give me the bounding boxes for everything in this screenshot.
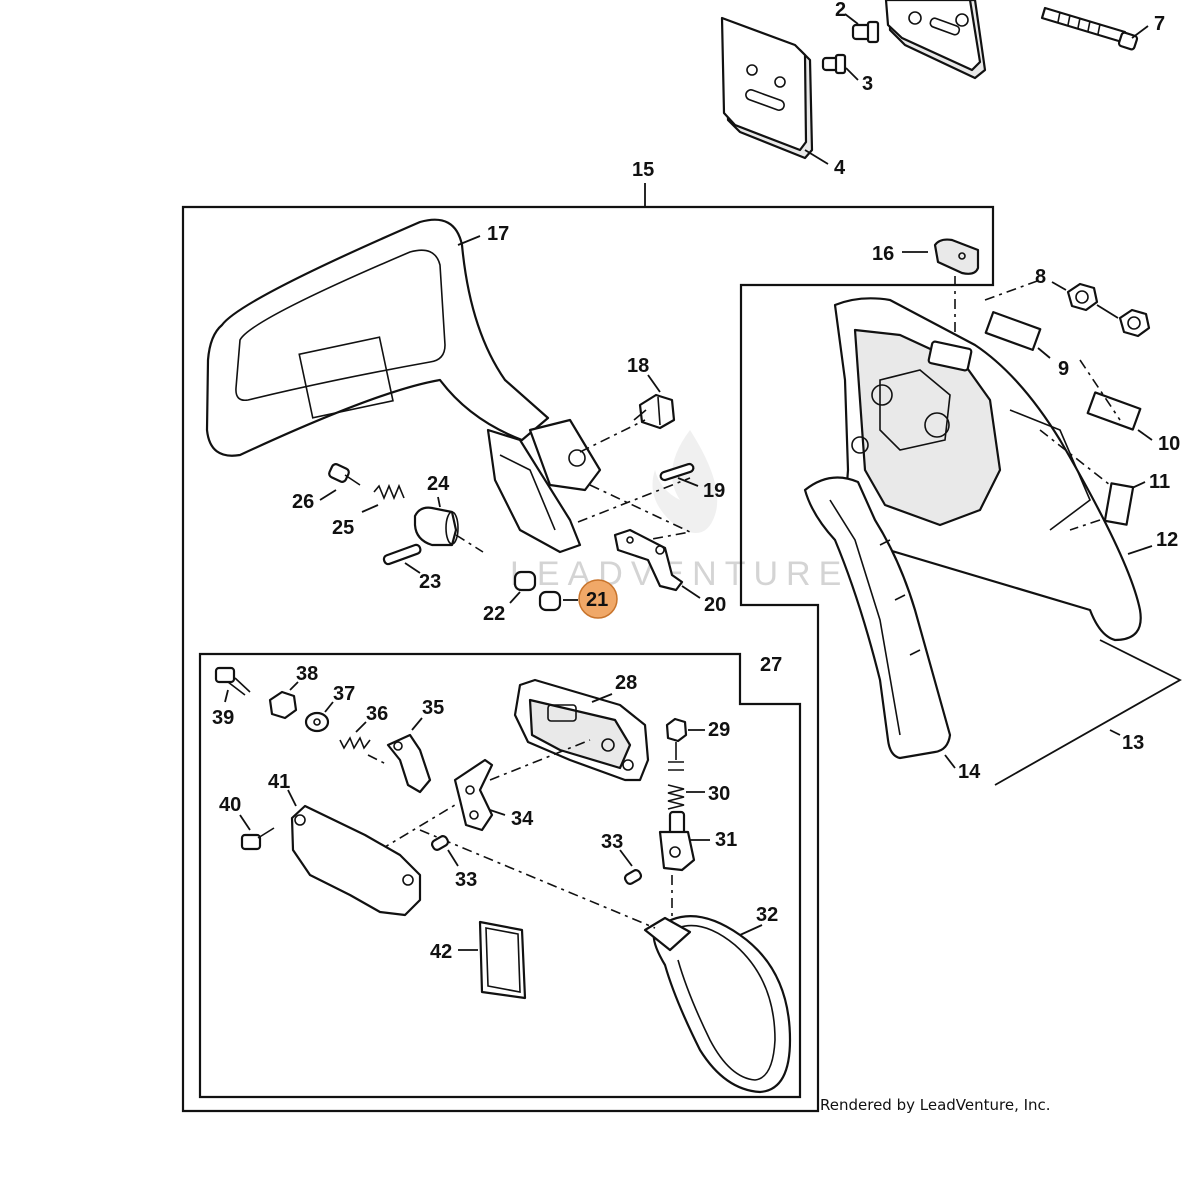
callout-25[interactable]: 25 [332,517,354,539]
dash-24 [455,534,484,553]
callout-27[interactable]: 27 [760,654,782,676]
part-7-tensioner-stud[interactable] [1040,6,1149,51]
part-28-brake-housing[interactable] [513,678,650,782]
callout-34[interactable]: 34 [511,808,534,830]
dash-34 [379,739,591,851]
part-33-pin-left[interactable] [430,835,459,867]
part-39-screw[interactable] [214,666,251,703]
dash-18 [579,419,646,453]
dash-35 [367,754,389,766]
callout-37[interactable]: 37 [333,683,355,705]
callout-17[interactable]: 17 [487,223,509,245]
dash-19 [577,477,691,523]
callout-23[interactable]: 23 [419,571,441,593]
part-2-screw[interactable] [844,13,880,44]
part-17-hand-guard[interactable] [205,218,602,554]
callout-29[interactable]: 29 [708,719,730,741]
part-3-screw[interactable] [821,53,859,81]
callout-42[interactable]: 42 [430,941,452,963]
assembly-15-frame [181,205,995,1113]
part-11-label[interactable] [1103,481,1146,526]
part-34-lever[interactable] [453,758,506,832]
callout-39[interactable]: 39 [212,707,234,729]
leader-4 [804,149,829,165]
callout-35[interactable]: 35 [422,697,444,719]
part-35-lever[interactable] [386,717,432,794]
callout-38[interactable]: 38 [296,663,318,685]
part-19-pin[interactable] [659,462,699,487]
part-10-label[interactable] [1086,391,1153,441]
callout-26[interactable]: 26 [292,491,314,513]
callout-20[interactable]: 20 [704,594,726,616]
part-36-spring[interactable] [339,721,371,750]
watermark-text: LEADVENTURE [510,555,849,593]
callout-40[interactable]: 40 [219,794,241,816]
callout-13[interactable]: 13 [1122,732,1144,754]
callout-7[interactable]: 7 [1154,13,1165,35]
part-31-bolt[interactable] [658,810,710,872]
callout-33-right[interactable]: 33 [601,831,623,853]
callout-10[interactable]: 10 [1158,433,1180,455]
part-32-brake-band[interactable] [643,915,792,1094]
callout-14[interactable]: 14 [958,761,981,783]
callout-36[interactable]: 36 [366,703,388,725]
part-21-sleeve[interactable] [538,590,578,612]
part-14-chain-catcher-strip[interactable] [803,476,952,760]
callout-19[interactable]: 19 [703,480,725,502]
part-9-label[interactable] [984,311,1051,359]
part-22-sleeve[interactable] [509,570,537,604]
callout-11[interactable]: 11 [1149,471,1170,493]
part-30-spring[interactable] [667,784,705,810]
washer-symbol [668,742,684,771]
part-26-screw[interactable] [319,463,361,501]
callout-15[interactable]: 15 [632,159,654,181]
part-25-spring[interactable] [361,483,405,513]
callout-16[interactable]: 16 [872,243,894,265]
part-38-nut[interactable] [268,681,299,720]
callout-22[interactable]: 22 [483,603,505,625]
dash-labels [984,279,1121,531]
part-4-bar-plate[interactable] [720,16,814,160]
leader-13 [994,639,1182,786]
callout-9[interactable]: 9 [1058,358,1069,380]
part-41-cover-plate[interactable] [287,789,422,917]
callout-21-highlight [578,579,618,619]
part-16-button[interactable] [902,238,980,275]
callout-labels: 2 3 4 7 8 9 10 11 12 13 14 15 16 17 18 1… [212,0,1180,963]
part-18-screw[interactable] [633,374,676,430]
callout-8[interactable]: 8 [1035,266,1046,288]
part-24-housing[interactable] [413,496,459,547]
callout-28[interactable]: 28 [615,672,637,694]
part-23-pin[interactable] [382,543,422,574]
callout-32[interactable]: 32 [756,904,778,926]
callout-24[interactable]: 24 [427,473,450,495]
callout-30[interactable]: 30 [708,783,730,805]
leader-13-tick [1109,729,1121,736]
part-42-label[interactable] [458,920,527,1000]
part-40-screw[interactable] [239,814,275,851]
part-8-nut[interactable] [1051,281,1151,338]
callout-3[interactable]: 3 [862,73,873,95]
callout-33-left[interactable]: 33 [455,869,477,891]
part-bar-plate-rear [884,0,987,80]
callout-12[interactable]: 12 [1156,529,1178,551]
callout-18[interactable]: 18 [627,355,649,377]
callout-4[interactable]: 4 [834,157,846,179]
part-20-lever[interactable] [613,528,701,599]
part-37-washer[interactable] [304,701,334,733]
callout-31[interactable]: 31 [715,829,737,851]
render-credit: Rendered by LeadVenture, Inc. [820,1096,1051,1114]
callout-41[interactable]: 41 [268,771,290,793]
assembly-27-frame [198,652,802,1099]
callout-21[interactable]: 21 [586,589,608,611]
leader-14 [944,754,956,769]
part-29-nut[interactable] [665,717,705,743]
callout-2[interactable]: 2 [835,0,846,21]
dash-32 [419,829,656,929]
part-12-sprocket-cover[interactable] [833,297,1153,642]
part-33-pin-right[interactable] [619,849,643,885]
